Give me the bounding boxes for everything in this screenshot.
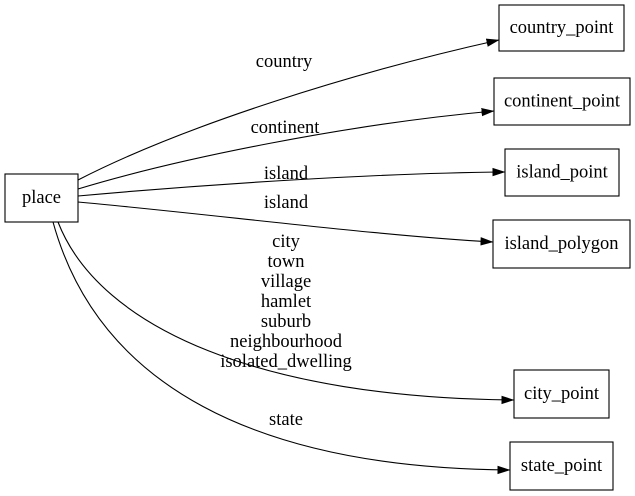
node-country-point-box (498, 4, 625, 52)
node-continent-point-label: continent_point (504, 92, 621, 112)
edge-label-island-point: island (264, 164, 309, 184)
node-place-label: place (22, 188, 61, 208)
edge-label-neighbourhood: neighbourhood (230, 332, 343, 352)
node-city-point-box (513, 369, 610, 419)
edge-place-country-point (77, 38, 500, 181)
node-island-polygon-label: island_polygon (504, 234, 618, 254)
edge-place-island-point (77, 167, 506, 197)
node-continent-point-box (493, 77, 631, 126)
edge-place-continent-point (77, 107, 495, 190)
edge-label-continent: continent (251, 118, 321, 138)
edge-label-state: state (269, 410, 303, 430)
node-island-polygon: island_polygon (492, 219, 631, 269)
edge-label-isolated-dwelling: isolated_dwelling (220, 352, 352, 372)
node-place: place (4, 173, 79, 223)
node-place-box (4, 173, 79, 223)
node-state-point-box (509, 441, 614, 491)
edge-place-island-polygon (77, 201, 494, 246)
edge-label-suburb: suburb (261, 312, 311, 332)
node-country-point: country_point (498, 4, 625, 52)
edge-label-city: city (272, 232, 300, 252)
node-state-point-label: state_point (521, 456, 603, 476)
node-city-point-label: city_point (524, 384, 600, 404)
edge-group (52, 38, 515, 475)
node-city-point: city_point (513, 369, 610, 419)
node-state-point: state_point (509, 441, 614, 491)
edge-label-village: village (261, 272, 311, 292)
edge-label-island-polygon: island (264, 193, 309, 213)
node-continent-point: continent_point (493, 77, 631, 126)
node-island-point-label: island_point (516, 163, 608, 183)
edge-label-hamlet: hamlet (261, 292, 312, 312)
node-country-point-label: country_point (510, 18, 615, 38)
node-island-polygon-box (492, 219, 631, 269)
edge-label-group: country continent island island city tow… (220, 52, 352, 430)
edge-label-town: town (268, 252, 305, 272)
edge-place-city-point (57, 221, 515, 405)
node-group: place country_point continent_point isla… (4, 4, 631, 491)
node-island-point: island_point (504, 148, 620, 197)
edge-label-country: country (256, 52, 313, 72)
node-island-point-box (504, 148, 620, 197)
edge-place-state-point (52, 221, 511, 475)
